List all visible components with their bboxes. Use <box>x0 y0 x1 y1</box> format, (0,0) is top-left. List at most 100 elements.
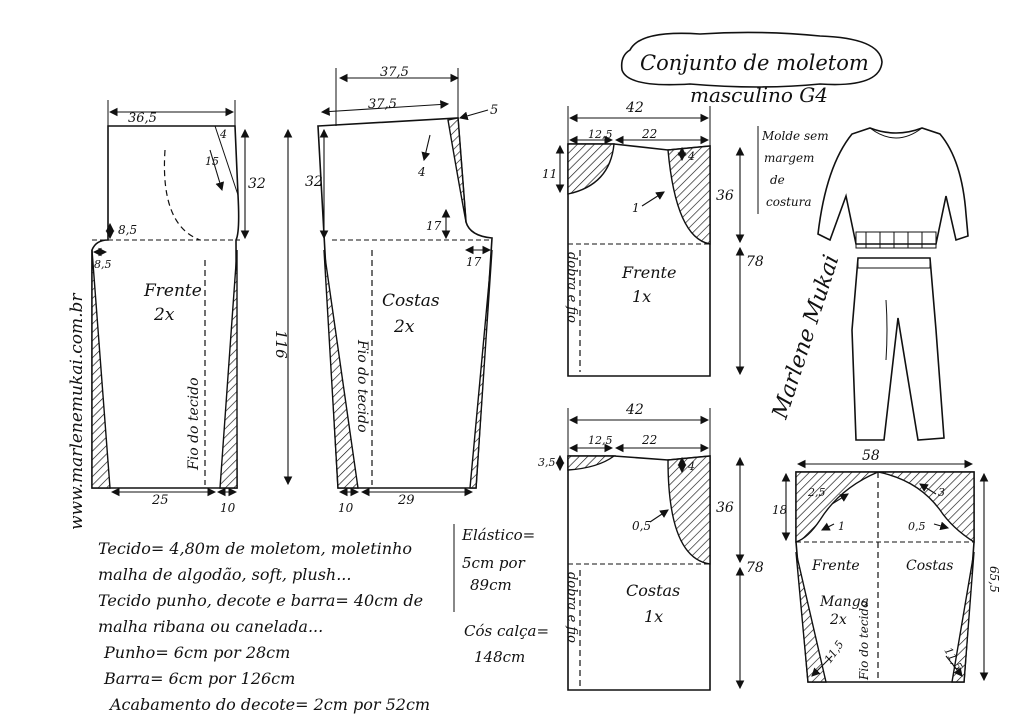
sleeve-label: Manga <box>819 594 869 610</box>
sleeve-back-side-hatch <box>951 551 975 683</box>
materials-list: Tecido= 4,80m de moletom, moletinho malh… <box>98 539 430 714</box>
pants-front-dart-b: 15 <box>205 155 219 168</box>
sleeve-count: 2x <box>829 612 847 628</box>
pants-back-hem: 29 <box>397 493 415 508</box>
sleeve-back-cap-hatch <box>877 471 975 544</box>
pants-front-top-width: 36,5 <box>128 111 157 126</box>
shirt-front-neck-d: 11 <box>542 167 557 181</box>
materials-line-7: Acabamento do decote= 2cm por 52cm <box>108 695 430 714</box>
shirt-front-length: 78 <box>746 254 764 270</box>
sleeve-label-back: Costas <box>906 558 953 574</box>
materials-line-3: Tecido punho, decote e barra= 40cm de <box>98 591 423 610</box>
seam-note-line4: costura <box>766 195 812 209</box>
shirt-front-armhole-d: 36 <box>716 188 734 204</box>
shirt-front-armhole-hatch <box>667 145 711 245</box>
sleeve-length: 65,5 <box>987 566 1001 593</box>
shirt-front-piece: 42 12,5 22 11 4 36 1 78 Frente 1x dobra … <box>542 100 764 377</box>
pants-back-count: 2x <box>393 317 415 337</box>
sleeve-front-side-hatch <box>795 551 827 683</box>
sleeve-cuff-left: 11,5 <box>822 638 847 666</box>
shirt-back-count: 1x <box>644 607 663 626</box>
seam-note-line1: Molde sem <box>761 129 829 143</box>
shirt-back-neck-w: 12,5 <box>588 434 613 447</box>
pants-back-side-hatch <box>323 249 359 489</box>
pants-front-crotch-w: 8,5 <box>94 258 112 271</box>
shirt-back-armhole-hatch <box>667 455 711 565</box>
title-line2: masculino G4 <box>690 83 828 107</box>
sleeve-width: 58 <box>862 448 880 464</box>
shirt-front-neck-w: 12,5 <box>588 128 613 141</box>
pants-back-piece: 37,5 37,5 5 4 32 17 17 10 29 Costas 2x F… <box>305 65 498 515</box>
pants-back-hem-side: 10 <box>338 501 354 515</box>
pants-front-hem-side: 10 <box>220 501 236 515</box>
shirt-back-width: 42 <box>625 402 644 418</box>
pants-back-crotch-w: 17 <box>466 255 482 269</box>
pants-back-crotch-h: 17 <box>426 219 442 233</box>
pants-back-dart: 4 <box>417 165 426 179</box>
seam-note-line2: margem <box>764 151 814 165</box>
sleeve-front-cap-hatch <box>795 471 879 543</box>
pants-back-inseam-hatch <box>469 249 493 489</box>
materials-line-4: malha ribana ou canelada... <box>98 617 323 636</box>
shirt-back-neck-d: 3,5 <box>538 456 556 469</box>
shirt-back-label: Costas <box>626 581 680 600</box>
elastic-title: Elástico= <box>461 526 535 544</box>
sleeve-label-front: Frente <box>811 558 860 574</box>
shirt-front-neck-hatch <box>567 143 615 195</box>
pants-front-inseam-hatch <box>219 249 238 489</box>
pants-front-side-hatch <box>91 249 111 489</box>
shirt-front-fold: dobra e fio <box>564 252 579 323</box>
shirt-back-piece: 42 12,5 22 3,5 4 36 0,5 78 Costas 1x dob… <box>538 402 764 691</box>
shirt-back-armhole-d: 36 <box>716 500 734 516</box>
sleeve-curve-front: 2,5 <box>807 486 826 499</box>
materials-line-2: malha de algodão, soft, plush... <box>98 565 351 584</box>
shirt-front-label: Frente <box>621 263 676 282</box>
shirt-back-fold: dobra e fio <box>564 572 579 643</box>
pants-back-top-outer: 37,5 <box>380 65 409 80</box>
outfit-illustration <box>817 127 969 441</box>
shirt-front-width: 42 <box>625 100 644 116</box>
shirt-front-armhole-curve: 1 <box>632 201 640 215</box>
pants-front-hip-depth: 32 <box>248 176 266 192</box>
materials-line-5: Punho= 6cm por 28cm <box>103 643 290 662</box>
pants-back-top-inner: 37,5 <box>368 97 397 112</box>
elastic-info: Elástico= 5cm por 89cm Cós calça= 148cm <box>453 524 549 666</box>
sleeve-mark-back: 0,5 <box>908 520 926 533</box>
sleeve-grain: Fio do tecido <box>857 601 871 681</box>
pants-front-label: Frente <box>143 281 202 301</box>
signature: Marlene Mukai <box>768 252 845 423</box>
title-line1: Conjunto de moletom <box>640 51 869 75</box>
shirt-front-count: 1x <box>632 287 651 306</box>
pants-front-piece: 36,5 4 15 32 8,5 8,5 116 25 10 Frente 2x… <box>91 100 293 515</box>
pants-front-crotch-h: 8,5 <box>118 223 137 237</box>
materials-line-6: Barra= 6cm por 126cm <box>103 669 295 688</box>
shirt-front-shoulder: 22 <box>641 127 657 141</box>
seam-note-line3: de <box>770 173 785 187</box>
pants-back-label: Costas <box>382 291 440 311</box>
pants-front-dart-a: 4 <box>219 128 227 141</box>
sleeve-piece: 58 18 2,5 3 1 0,5 65,5 Frente Costas Man… <box>772 448 1001 683</box>
elastic-line-2: 89cm <box>470 576 512 594</box>
pants-front-hem: 25 <box>151 493 169 508</box>
shirt-back-neck-hatch <box>567 455 617 471</box>
seam-note: Molde sem margem de costura <box>757 126 829 214</box>
website-text: www.marlenemukai.com.br <box>67 293 87 530</box>
shirt-back-shoulder-drop: 4 <box>687 460 695 473</box>
pants-front-grain: Fio do tecido <box>186 377 202 471</box>
shirt-back-length: 78 <box>746 560 764 576</box>
shirt-front-shoulder-drop: 4 <box>687 150 695 163</box>
pants-front-count: 2x <box>153 305 175 325</box>
pants-back-hip-depth: 32 <box>305 174 323 190</box>
pants-back-raise: 5 <box>490 103 498 118</box>
waist-title: Cós calça= <box>464 622 549 640</box>
sleeve-mark-front: 1 <box>838 520 845 533</box>
sleeve-curve-back: 3 <box>938 486 945 499</box>
waist-value: 148cm <box>474 648 525 666</box>
elastic-line-1: 5cm por <box>462 554 526 572</box>
shirt-back-shoulder: 22 <box>641 433 657 447</box>
shirt-back-armhole-curve: 0,5 <box>632 519 651 533</box>
pants-back-top-hatch <box>447 117 467 223</box>
pants-front-total-length: 116 <box>272 330 290 359</box>
materials-line-1: Tecido= 4,80m de moletom, moletinho <box>98 539 412 558</box>
